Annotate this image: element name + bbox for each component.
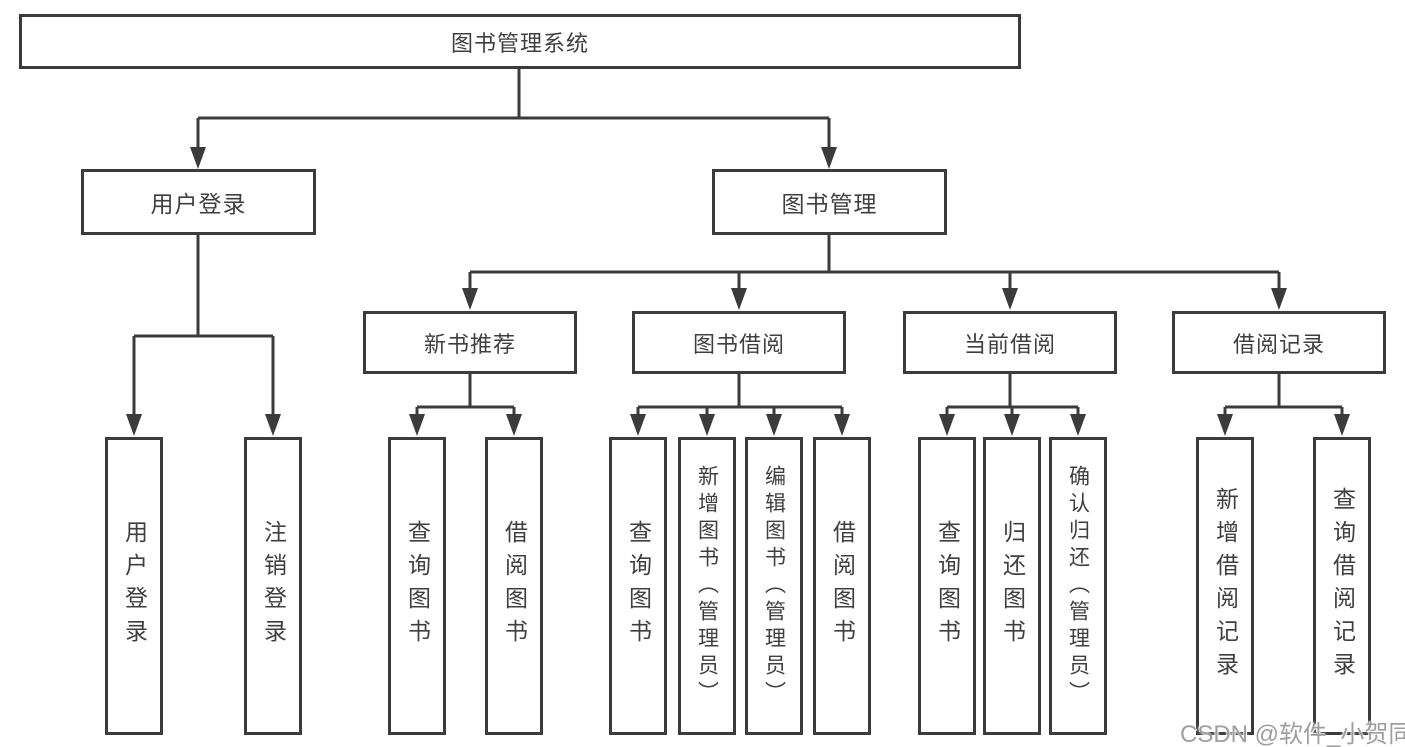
node-book-borrow: 图书借阅	[632, 311, 846, 374]
leaf-add-book-admin-label: 新增图书（管理员）	[695, 464, 719, 708]
node-new-book-recommend: 新书推荐	[363, 311, 577, 374]
connector-borrow-record-children	[1217, 374, 1350, 436]
connector-current-borrow-children	[939, 374, 1086, 436]
leaf-query-book-recommend-label: 查询图书	[404, 520, 431, 652]
node-root-system: 图书管理系统	[19, 14, 1021, 69]
leaf-logout-label: 注销登录	[260, 520, 287, 652]
node-book-management-label: 图书管理	[781, 191, 878, 217]
node-current-borrow-label: 当前借阅	[963, 331, 1056, 357]
node-borrow-record: 借阅记录	[1172, 311, 1386, 374]
node-current-borrow: 当前借阅	[903, 311, 1117, 374]
node-user-login-label: 用户登录	[150, 191, 247, 217]
leaf-add-book-admin: 新增图书（管理员）	[678, 437, 736, 735]
leaf-query-book-recommend: 查询图书	[388, 437, 446, 735]
connector-new-book-children	[409, 374, 522, 436]
leaf-edit-book-admin-label: 编辑图书（管理员）	[762, 464, 786, 708]
leaf-borrow-book-label: 借阅图书	[829, 520, 856, 652]
connector-book-borrow-children	[630, 374, 850, 436]
leaf-confirm-return-admin: 确认归还（管理员）	[1049, 437, 1107, 735]
leaf-return-book: 归还图书	[983, 437, 1041, 735]
node-book-management: 图书管理	[712, 169, 947, 235]
leaf-borrow-book-recommend: 借阅图书	[485, 437, 543, 735]
leaf-query-book-current: 查询图书	[918, 437, 976, 735]
node-book-borrow-label: 图书借阅	[692, 331, 785, 357]
connector-root-to-level1	[190, 68, 837, 169]
connector-book-mgmt-children	[462, 235, 1287, 310]
node-borrow-record-label: 借阅记录	[1232, 331, 1325, 357]
leaf-query-book-borrow: 查询图书	[609, 437, 667, 735]
leaf-add-borrow-record-label: 新增借阅记录	[1212, 487, 1239, 685]
leaf-borrow-book-recommend-label: 借阅图书	[501, 520, 528, 652]
leaf-borrow-book: 借阅图书	[813, 437, 871, 735]
node-root-system-label: 图书管理系统	[450, 30, 589, 56]
leaf-user-login: 用户登录	[105, 437, 163, 735]
connector-user-login-children	[126, 235, 281, 436]
leaf-confirm-return-admin-label: 确认归还（管理员）	[1066, 464, 1090, 708]
leaf-logout: 注销登录	[244, 437, 302, 735]
leaf-query-borrow-record: 查询借阅记录	[1313, 437, 1371, 735]
leaf-user-login-label: 用户登录	[121, 520, 148, 652]
leaf-return-book-label: 归还图书	[999, 520, 1026, 652]
leaf-edit-book-admin: 编辑图书（管理员）	[745, 437, 803, 735]
node-new-book-recommend-label: 新书推荐	[423, 331, 516, 357]
csdn-watermark: CSDN @软件_小贺同学	[1180, 721, 1405, 747]
leaf-query-book-current-label: 查询图书	[934, 520, 961, 652]
leaf-add-borrow-record: 新增借阅记录	[1196, 437, 1254, 735]
leaf-query-book-borrow-label: 查询图书	[625, 520, 652, 652]
leaf-query-borrow-record-label: 查询借阅记录	[1329, 487, 1356, 685]
node-user-login: 用户登录	[81, 169, 316, 235]
